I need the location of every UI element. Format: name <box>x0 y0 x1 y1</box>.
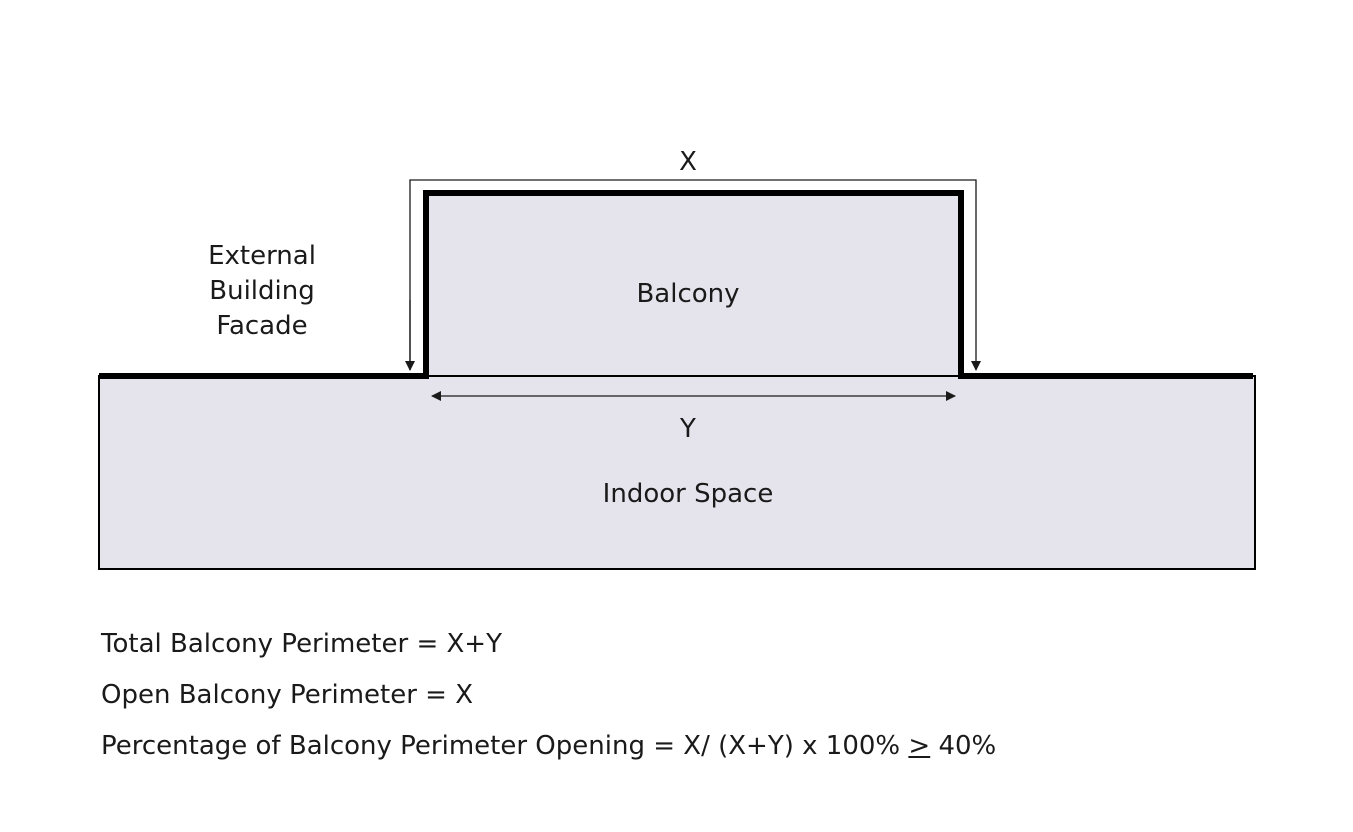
percentage-formula: Percentage of Balcony Perimeter Opening … <box>101 729 996 763</box>
indoor-space-area <box>98 375 1256 570</box>
greater-or-equal-symbol: > <box>908 731 931 761</box>
x-dimension-line <box>409 179 981 371</box>
external-facade-outline <box>99 190 1253 379</box>
total-perimeter-formula: Total Balcony Perimeter = X+Y <box>101 629 502 659</box>
facade-label-line3: Facade <box>216 311 307 341</box>
balcony-area <box>426 193 961 376</box>
percentage-formula-prefix: Percentage of Balcony Perimeter Opening … <box>101 731 909 761</box>
balcony-label: Balcony <box>636 279 739 309</box>
indoor-space-label: Indoor Space <box>603 479 774 509</box>
formula-list: Total Balcony Perimeter = X+Y Open Balco… <box>101 627 996 780</box>
facade-label-line2: Building <box>209 276 314 306</box>
y-label: Y <box>679 414 696 444</box>
percentage-formula-suffix: 40% <box>930 731 997 761</box>
x-label: X <box>679 147 697 177</box>
open-perimeter-formula: Open Balcony Perimeter = X <box>101 680 474 710</box>
facade-label-line1: External <box>208 241 316 271</box>
